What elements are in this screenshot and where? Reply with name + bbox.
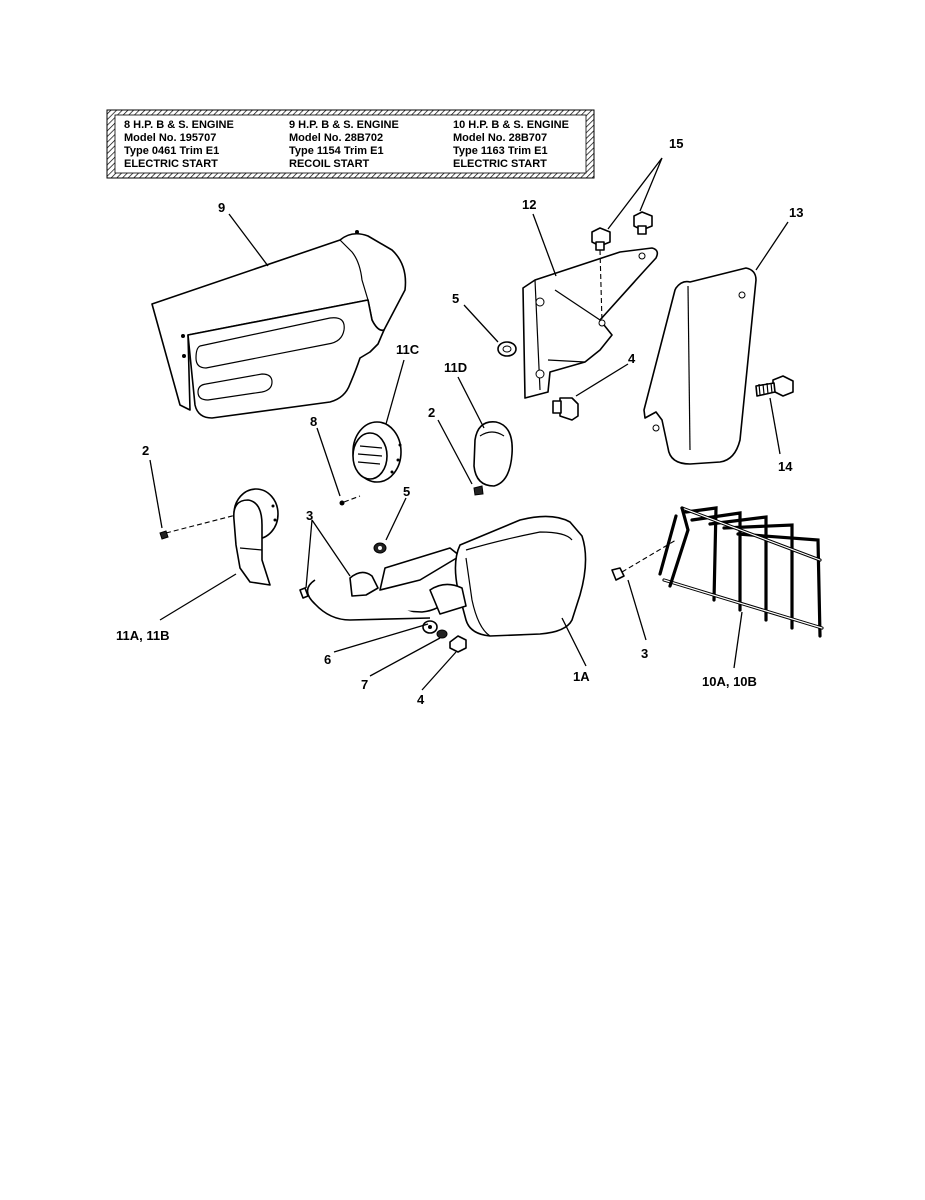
part-15-bolts — [591, 211, 653, 323]
callout-12: 12 — [522, 197, 536, 212]
callout-4-right: 4 — [628, 351, 636, 366]
part-4-bolt-right — [552, 397, 579, 421]
engine-info-table: 8 H.P. B & S. ENGINE Model No. 195707 Ty… — [106, 109, 595, 179]
engine-2-model: Model No. 28B702 — [289, 132, 383, 144]
callout-11d: 11D — [444, 360, 467, 375]
part-5-washer-top — [497, 341, 517, 357]
part-8-pin — [339, 495, 361, 506]
callout-1a: 1A — [573, 669, 590, 684]
callout-8: 8 — [310, 414, 317, 429]
part-13-support-plate — [643, 267, 757, 465]
callout-3-left: 3 — [306, 508, 313, 523]
part-14-screw — [755, 375, 794, 397]
part-6-washer — [422, 620, 438, 634]
callout-4-bottom: 4 — [417, 692, 425, 707]
engine-3-type: Type 1163 Trim E1 — [453, 145, 548, 157]
part-2-screws — [159, 485, 484, 540]
callout-15: 15 — [669, 136, 683, 151]
engine-2-hp: 9 H.P. B & S. ENGINE — [289, 119, 399, 131]
part-11ab-cap — [232, 488, 279, 586]
part-4-bolt-bottom — [449, 635, 467, 653]
part-12-bracket — [522, 247, 659, 399]
leader-lines — [149, 157, 789, 691]
callout-3-right: 3 — [641, 646, 648, 661]
callout-13: 13 — [789, 205, 803, 220]
callout-11ab: 11A, 11B — [116, 628, 170, 643]
engine-1-model: Model No. 195707 — [124, 132, 216, 144]
callout-2-mid: 2 — [428, 405, 435, 420]
part-1a-muffler — [306, 515, 587, 637]
part-9-heat-shield — [151, 230, 407, 419]
engine-3-hp: 10 H.P. B & S. ENGINE — [453, 119, 569, 131]
engine-2-type: Type 1154 Trim E1 — [289, 145, 384, 157]
engine-2-start: RECOIL START — [289, 158, 370, 170]
callout-2-left: 2 — [142, 443, 149, 458]
engine-3-start: ELECTRIC START — [453, 158, 547, 170]
callout-labels: 15 12 13 9 5 4 11C 11D 2 8 2 5 3 14 11A,… — [116, 136, 803, 707]
engine-1-type: Type 0461 Trim E1 — [124, 145, 219, 157]
callout-14: 14 — [778, 459, 793, 474]
part-5-nut-mid — [373, 542, 387, 554]
callout-10ab: 10A, 10B — [702, 674, 757, 689]
callout-5-mid: 5 — [403, 484, 410, 499]
engine-1-hp: 8 H.P. B & S. ENGINE — [124, 119, 234, 131]
part-11d-cap — [473, 421, 513, 487]
part-7-lockwasher — [436, 629, 448, 639]
callout-7: 7 — [361, 677, 368, 692]
engine-3-model: Model No. 28B707 — [453, 132, 547, 144]
engine-1-start: ELECTRIC START — [124, 158, 218, 170]
callout-9: 9 — [218, 200, 225, 215]
callout-6: 6 — [324, 652, 331, 667]
callout-11c: 11C — [396, 342, 420, 357]
callout-5-top: 5 — [452, 291, 459, 306]
part-11c-cap — [352, 421, 402, 483]
part-10ab-wire-guard — [658, 506, 824, 638]
